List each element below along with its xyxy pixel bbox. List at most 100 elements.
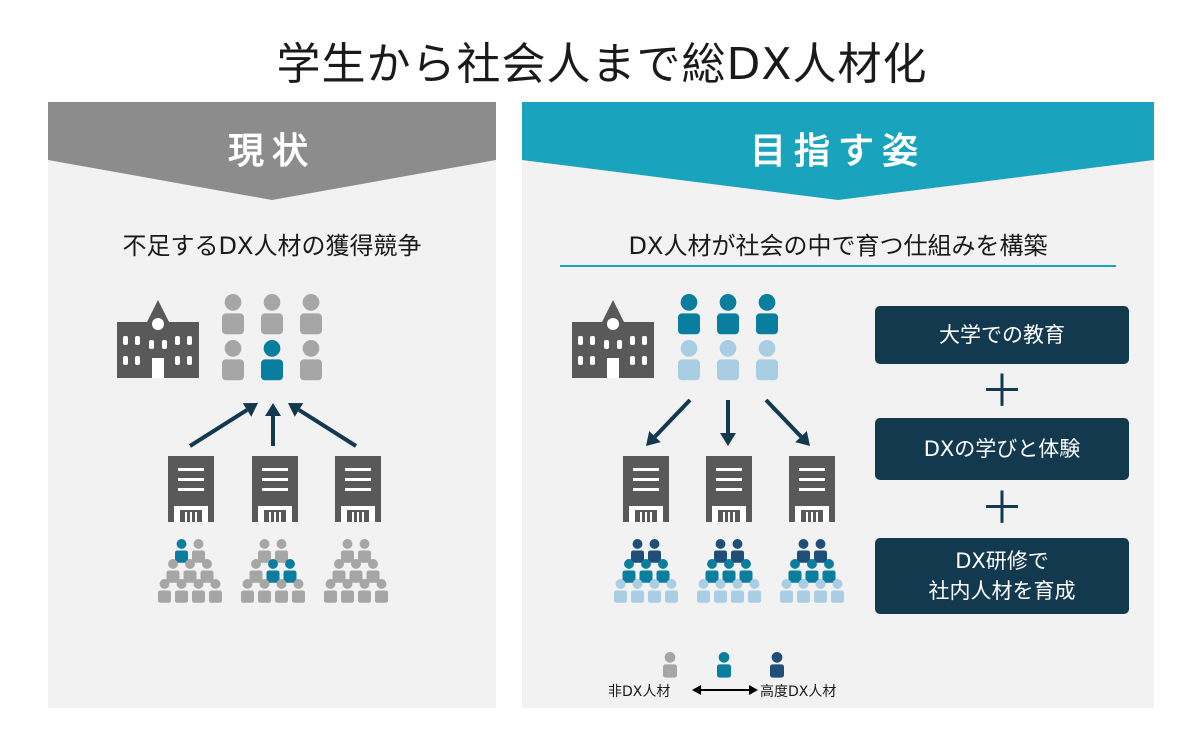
plus-sign-1: ＋ [980,366,1024,417]
person-icon [805,559,819,583]
person-icon [739,559,753,583]
person-icon [275,579,288,603]
person-icon [731,539,744,563]
person-gray-icon [222,340,244,381]
current-label: 現状 [227,131,316,172]
person-light-icon [756,340,778,381]
person-icon [341,539,354,563]
person-icon [731,579,744,603]
arrow-up-center [265,403,281,446]
step-dx-learning: DXの学びと体験 [875,418,1129,480]
person-icon [241,579,254,603]
person-gray-icon [222,294,244,335]
legend-gray-person-icon [663,652,677,678]
person-icon [283,559,297,583]
pyramid-left-1 [158,539,222,603]
pyramid-left-2 [241,539,305,603]
person-icon [814,539,827,563]
person-icon [788,559,802,583]
school-building-icon [572,300,654,378]
arrow-up-right [288,403,358,448]
target-subtitle-underline [560,265,1116,267]
main-title: 学生から社会人まで総DX人材化 [276,39,928,90]
person-icon [332,559,346,583]
person-icon [665,579,678,603]
person-icon [656,559,670,583]
legend-non-dx-label: 非DX人材 [608,684,671,700]
person-icon [797,539,810,563]
arrow-down-right [764,398,810,446]
person-icon [831,579,844,603]
person-icon [622,559,636,583]
legend-dark-person-icon [770,652,784,678]
person-icon [714,579,727,603]
office-building-icon [789,456,835,522]
person-icon [249,559,263,583]
person-icon [258,539,271,563]
target-subtitle: DX人材が社会の中で育つ仕組みを構築 [628,232,1048,260]
target-label: 目指す姿 [749,131,926,172]
person-icon [349,559,363,583]
person-icon [341,579,354,603]
person-gray-icon [300,340,322,381]
person-icon [275,539,288,563]
person-teal-icon [678,294,700,335]
person-light-icon [717,340,739,381]
person-icon [375,579,388,603]
person-icon [722,559,736,583]
person-icon [358,539,371,563]
person-gray-icon [261,294,283,335]
person-teal-icon [717,294,739,335]
person-gray-icon [300,294,322,335]
plus-sign-2: ＋ [980,483,1024,534]
office-building-icon [252,456,298,522]
person-icon [697,579,710,603]
pyramid-right-1 [614,539,678,603]
person-icon [822,559,836,583]
person-icon [797,579,810,603]
current-subtitle: 不足するDX人材の獲得競争 [122,232,422,260]
person-icon [614,579,627,603]
person-icon [175,539,188,563]
pyramid-right-2 [697,539,761,603]
step-university-education: 大学での教育 [875,306,1129,364]
person-teal-icon [756,294,778,335]
person-icon [175,579,188,603]
person-icon [192,539,205,563]
person-icon [748,579,761,603]
legend-teal-person-icon [717,652,731,678]
person-icon [780,579,793,603]
person-icon [166,559,180,583]
legend-advanced-dx-label: 高度DX人材 [760,684,837,700]
person-icon [648,539,661,563]
pyramid-left-3 [324,539,388,603]
person-icon [200,559,214,583]
person-light-icon [678,340,700,381]
office-building-icon [623,456,669,522]
person-icon [158,579,171,603]
person-icon [192,579,205,603]
person-icon [631,579,644,603]
person-icon [366,559,380,583]
step-dx-training: DX研修で 社内人材を育成 [875,538,1129,614]
office-building-icon [335,456,381,522]
person-icon [705,559,719,583]
person-icon [258,579,271,603]
person-icon [324,579,337,603]
target-banner [522,102,1154,200]
school-building-icon [117,300,199,378]
person-icon [292,579,305,603]
person-icon [814,579,827,603]
person-icon [714,539,727,563]
person-icon [358,579,371,603]
pyramid-right-3 [780,539,844,603]
person-icon [639,559,653,583]
person-icon [183,559,197,583]
person-icon [648,579,661,603]
person-teal-icon [261,340,283,381]
arrow-up-left [188,403,258,448]
person-icon [631,539,644,563]
office-building-icon [168,456,214,522]
office-building-icon [706,456,752,522]
